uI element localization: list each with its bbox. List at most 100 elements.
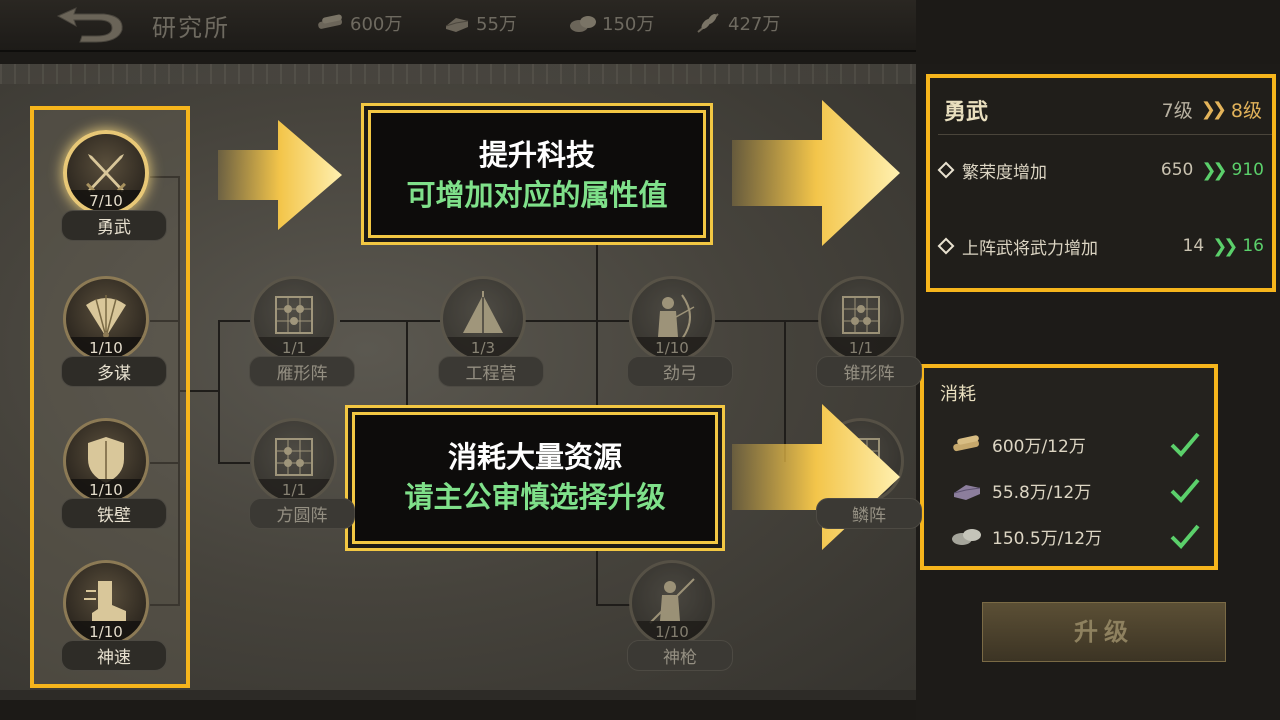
stat-current: 650	[1160, 160, 1194, 180]
double-chevron-icon: ❯❯	[1200, 99, 1227, 120]
tree-connector	[218, 462, 250, 464]
node-name: 锥形阵	[816, 356, 922, 387]
node-name: 铁壁	[61, 498, 167, 529]
node-level: 1/10	[66, 337, 146, 359]
double-chevron-icon: ❯❯	[1201, 159, 1227, 181]
tree-connector	[150, 462, 180, 464]
cost-title: 消耗	[940, 384, 976, 405]
wood-icon	[953, 435, 979, 452]
resource-grain: 427万	[694, 10, 780, 36]
resource-iron-value: 55万	[476, 14, 517, 35]
stat-current: 14	[1182, 236, 1205, 256]
stat-next: 910	[1231, 160, 1264, 180]
tutorial-arrow-icon	[732, 100, 900, 246]
resource-iron: 55万	[442, 10, 517, 36]
check-icon	[1170, 524, 1200, 549]
grain-icon	[697, 13, 719, 33]
cost-text: 150.5万/12万	[992, 528, 1103, 549]
resource-stone: 150万	[568, 10, 654, 36]
cost-box: 消耗 600万/12万 55.8万/12万 150.5万/12万	[920, 364, 1218, 570]
wood-icon	[318, 14, 343, 29]
node-name: 雁形阵	[249, 356, 355, 387]
tent-icon	[463, 291, 503, 333]
upgrade-button[interactable]: 升级	[982, 602, 1226, 662]
tree-connector	[150, 176, 180, 178]
tree-connector	[784, 320, 786, 462]
tree-connector	[340, 320, 440, 322]
node-name: 工程营	[438, 356, 544, 387]
node-level: 1/10	[632, 337, 712, 359]
resource-wood: 600万	[316, 10, 402, 36]
tree-connector	[406, 320, 408, 406]
tree-connector	[150, 320, 180, 322]
callout-line2: 请主公审慎选择升级	[404, 480, 666, 514]
stat-values: 14 ❯❯ 16	[1183, 236, 1264, 257]
node-name: 劲弓	[627, 356, 733, 387]
tech-node-zhuixingzhen[interactable]: 1/1 锥形阵	[816, 276, 922, 387]
formation-grid-icon	[275, 438, 313, 476]
tech-node-jingong[interactable]: 1/10 劲弓	[627, 276, 733, 387]
tutorial-callout-cost: 消耗大量资源 请主公审慎选择升级	[352, 412, 718, 544]
stone-icon	[952, 529, 981, 545]
tech-node-fangyuanzhen[interactable]: 1/1 方圆阵	[249, 418, 355, 529]
tutorial-callout-upgrade: 提升科技 可增加对应的属性值	[368, 110, 706, 238]
cost-text: 600万/12万	[992, 436, 1086, 457]
detail-title: 勇武	[944, 100, 989, 125]
divider	[938, 134, 1272, 135]
node-name: 方圆阵	[249, 498, 355, 529]
stat-row: 上阵武将武力增加 14 ❯❯ 16	[937, 232, 1264, 260]
crossed-swords-icon	[86, 154, 126, 192]
archer-icon	[658, 294, 695, 340]
back-arrow-icon	[56, 7, 123, 43]
double-chevron-icon: ❯❯	[1212, 235, 1238, 257]
tree-connector	[525, 320, 629, 322]
tech-node-duomou[interactable]: 1/10 多谋	[61, 276, 167, 387]
stat-row: 繁荣度增加 650 ❯❯ 910	[937, 156, 1264, 184]
resource-grain-value: 427万	[728, 14, 781, 35]
tree-connector	[218, 320, 220, 462]
tree-connector	[715, 320, 819, 322]
resource-stone-value: 150万	[602, 14, 655, 35]
callout-line1: 消耗大量资源	[447, 440, 622, 474]
node-name: 神枪	[627, 640, 733, 671]
tech-detail-box: 勇武 7级 ❯❯ 8级 繁荣度增加 650 ❯❯ 910 上阵武将武力增加 14…	[926, 74, 1276, 292]
stat-label: 繁荣度增加	[962, 162, 1047, 183]
node-level: 1/1	[254, 479, 334, 501]
cost-row-wood: 600万/12万	[950, 428, 1200, 460]
node-name: 神速	[61, 640, 167, 671]
shield-icon	[88, 437, 124, 483]
cost-row-stone: 150.5万/12万	[950, 520, 1200, 552]
spearman-icon	[649, 578, 695, 624]
tech-node-shensu[interactable]: 1/10 神速	[61, 560, 167, 671]
stat-label: 上阵武将武力增加	[962, 238, 1098, 259]
back-button[interactable]	[52, 6, 130, 44]
node-name: 鳞阵	[816, 498, 922, 529]
node-level: 1/1	[254, 337, 334, 359]
tree-connector	[150, 604, 180, 606]
boot-icon	[84, 581, 126, 621]
iron-icon	[953, 485, 981, 500]
node-level: 1/10	[66, 621, 146, 643]
decorative-border	[0, 64, 916, 84]
iron-icon	[445, 18, 469, 32]
detail-level: 7级 ❯❯ 8级	[1162, 96, 1262, 123]
node-level: 1/1	[821, 337, 901, 359]
cost-text: 55.8万/12万	[992, 482, 1092, 503]
node-level: 1/10	[632, 621, 712, 643]
tutorial-arrow-icon	[218, 120, 342, 230]
callout-line2: 可增加对应的属性值	[406, 178, 668, 212]
tech-node-gongchengying[interactable]: 1/3 工程营	[438, 276, 544, 387]
node-name: 多谋	[61, 356, 167, 387]
tech-node-yongwu[interactable]: 7/10 勇武	[61, 130, 167, 241]
diamond-bullet-icon	[937, 161, 955, 179]
cost-row-iron: 55.8万/12万	[950, 474, 1200, 506]
callout-line1: 提升科技	[478, 138, 595, 172]
tech-node-shenqiang[interactable]: 1/10 神枪	[627, 560, 733, 671]
stat-values: 650 ❯❯ 910	[1161, 160, 1264, 181]
page-title: 研究所	[152, 14, 230, 42]
node-name: 勇武	[61, 210, 167, 241]
tech-node-tiebi[interactable]: 1/10 铁壁	[61, 418, 167, 529]
check-icon	[1170, 432, 1200, 457]
node-level: 1/10	[66, 479, 146, 501]
tech-node-yanxingzhen[interactable]: 1/1 雁形阵	[249, 276, 355, 387]
